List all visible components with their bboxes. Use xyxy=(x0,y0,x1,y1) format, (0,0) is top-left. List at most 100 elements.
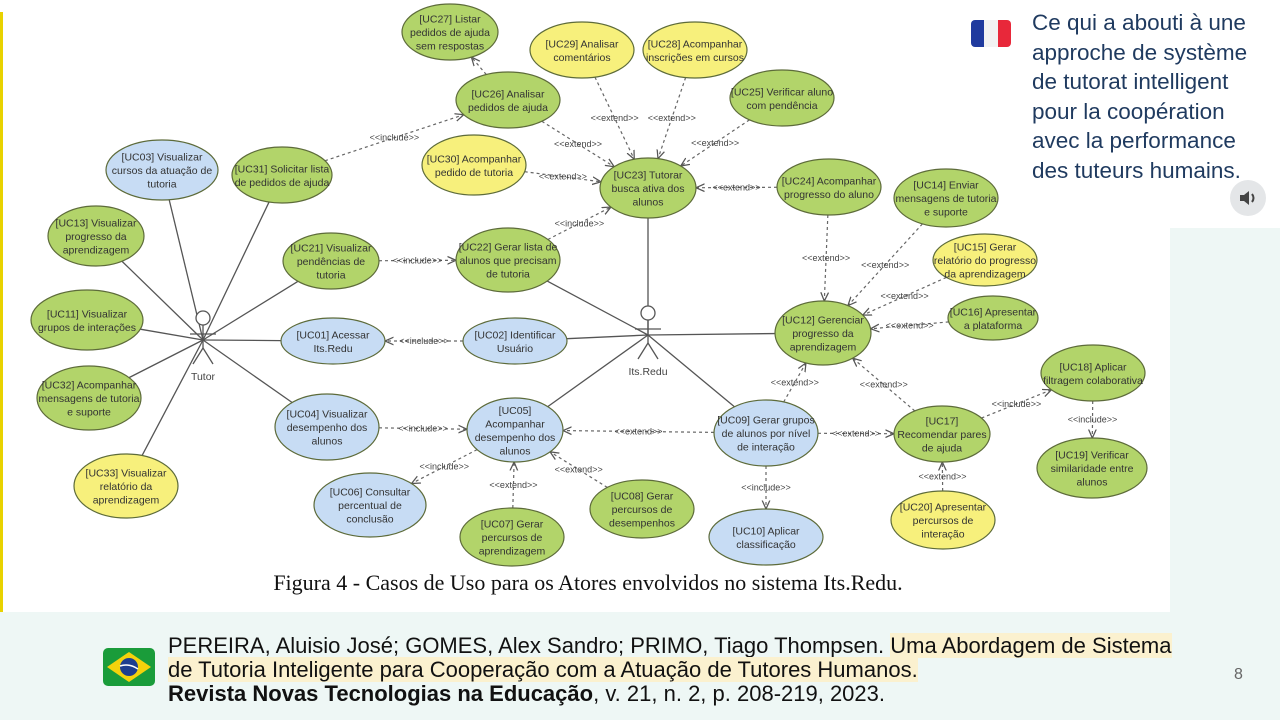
use-case-ellipse xyxy=(73,453,179,519)
use-case-ellipse xyxy=(932,233,1038,287)
actor-itsredu: Its.Redu xyxy=(628,305,668,378)
dependency-arrow xyxy=(378,428,467,429)
actor-label: Tutor xyxy=(191,371,216,383)
dependency-arrow xyxy=(513,462,514,509)
citation-journal: Revista Novas Tecnologias na Educação xyxy=(168,681,594,706)
use-case-ellipse xyxy=(274,393,380,461)
use-case-ellipse xyxy=(589,479,695,539)
actor-stick-figure-icon xyxy=(195,310,211,326)
use-case-ellipse xyxy=(455,227,561,293)
association-line xyxy=(128,339,204,379)
association-line xyxy=(121,260,204,341)
use-case-ellipse xyxy=(421,134,527,196)
actor-tutor: Tutor xyxy=(190,310,216,383)
association-line xyxy=(547,334,649,408)
dependency-label: <<extend>> xyxy=(554,139,602,149)
use-case-ellipse xyxy=(1040,344,1146,402)
dependency-label: <<include>> xyxy=(393,256,443,266)
use-case-ellipse xyxy=(231,146,333,204)
use-case-ellipse xyxy=(466,397,564,463)
dependency-arrow xyxy=(550,452,608,488)
dependency-label: <<extend>> xyxy=(712,183,760,193)
dependency-arrow xyxy=(853,358,916,412)
association-line xyxy=(202,280,299,341)
use-case-ellipse xyxy=(893,168,999,228)
use-case-ellipse xyxy=(282,232,380,290)
dependency-arrow xyxy=(848,223,923,306)
association-line xyxy=(202,201,270,341)
dependency-label: <<extend>> xyxy=(881,291,929,301)
dependency-arrow xyxy=(658,77,687,159)
dependency-label: <<include>> xyxy=(741,483,791,493)
use-case-ellipse xyxy=(455,71,561,129)
dependency-label: <<extend>> xyxy=(771,377,819,387)
use-case-ellipse xyxy=(713,399,819,467)
dependency-label: <<extend>> xyxy=(918,471,966,481)
speaker-icon[interactable] xyxy=(1230,180,1266,216)
association-line xyxy=(202,339,282,342)
use-case-ellipse xyxy=(36,365,142,431)
dependency-arrow xyxy=(681,119,750,166)
use-case-diagram: <<include>> <<extend>> <<extend>> <<extend>… xyxy=(30,3,1148,567)
dependency-label: <<extend>> xyxy=(802,253,850,263)
dependency-label: <<include>> xyxy=(555,218,605,228)
france-flag-icon xyxy=(971,20,1011,47)
use-case-ellipse xyxy=(776,158,882,216)
use-case-ellipse xyxy=(708,508,824,566)
use-case-ellipse xyxy=(1036,437,1148,499)
dependency-label: <<extend>> xyxy=(614,426,662,436)
dependency-label: <<include>> xyxy=(398,424,448,434)
use-case-ellipse xyxy=(599,157,697,219)
association-line xyxy=(546,280,649,336)
use-case-ellipse xyxy=(890,490,996,550)
use-case-ellipse xyxy=(642,21,748,79)
dependency-label: <<include>> xyxy=(420,462,470,472)
dependency-arrow xyxy=(981,390,1051,419)
dependency-arrow xyxy=(541,120,614,166)
dependency-label: <<include>> xyxy=(1068,415,1118,425)
dependency-label: <<extend>> xyxy=(489,480,537,490)
use-case-ellipse xyxy=(401,3,499,61)
dependency-label: <<extend>> xyxy=(691,138,739,148)
use-case-ellipse xyxy=(529,21,635,79)
figure-caption: Figura 4 - Casos de Uso para os Atores e… xyxy=(273,570,903,595)
association-line xyxy=(202,339,293,404)
